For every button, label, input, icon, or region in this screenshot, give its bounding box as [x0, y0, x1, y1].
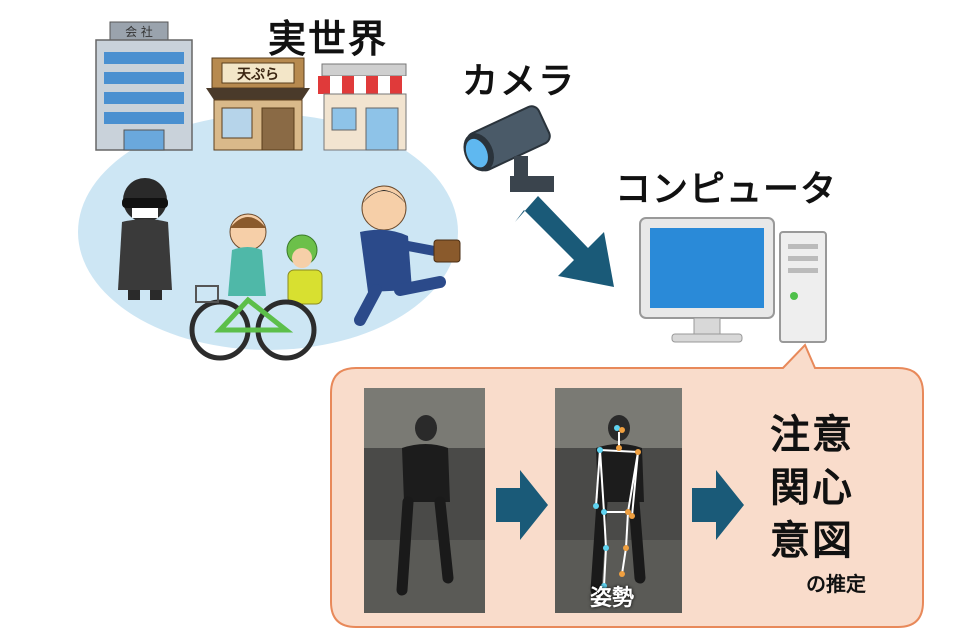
flow-arrow-camera-to-computer	[515, 196, 614, 287]
pose-label: 姿勢	[590, 586, 635, 611]
world-ellipse	[78, 114, 458, 350]
pose-skeleton	[595, 432, 639, 587]
arrow-photo-to-pose	[496, 470, 548, 540]
businessman-running-icon	[354, 185, 461, 326]
tempura-sign-text: 天ぷら	[237, 67, 279, 83]
estimation-target-attention: 注意	[770, 412, 854, 458]
office-building-icon: 会 社	[95, 21, 193, 151]
estimation-target-interest: 関心	[770, 465, 854, 511]
real-world-label: 実世界	[268, 17, 389, 61]
security-camera-icon	[463, 105, 554, 192]
store-icon	[318, 63, 410, 151]
suspicious-person-icon	[118, 178, 172, 300]
arrow-pose-to-estimation	[692, 470, 744, 540]
mother-child-bicycle-icon	[189, 213, 323, 361]
pose-keypoints	[593, 425, 641, 589]
estimation-target-intention: 意図	[770, 518, 854, 564]
camera-frame-photo	[364, 388, 485, 613]
computer-label: コンピュータ	[615, 169, 838, 210]
tempura-shop-icon: 天ぷら	[206, 57, 310, 151]
company-sign-text: 会 社	[125, 24, 153, 39]
desktop-computer-icon	[639, 217, 827, 343]
camera-label: カメラ	[462, 61, 577, 102]
pose-estimation-photo	[555, 388, 682, 613]
estimation-suffix: の推定	[806, 572, 866, 596]
